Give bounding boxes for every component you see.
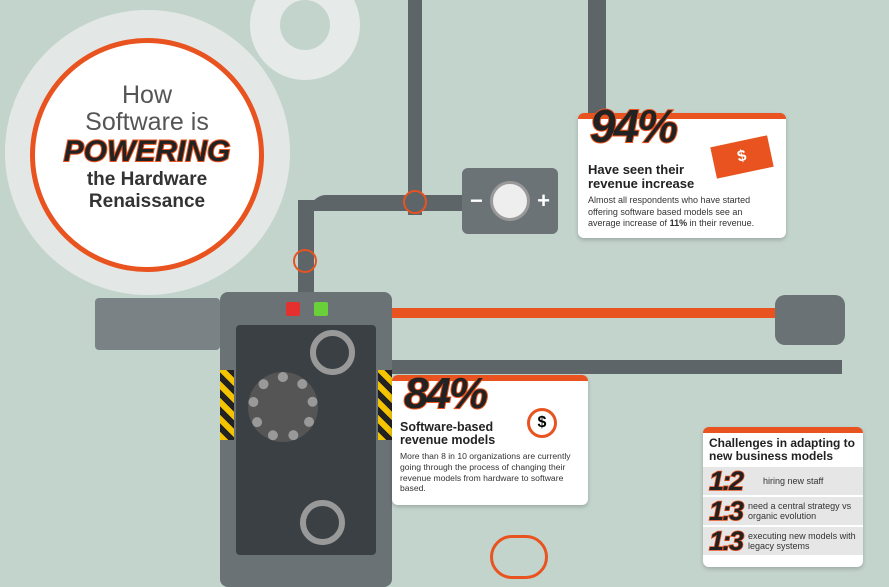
- gear-icon: [310, 330, 355, 375]
- pressure-gauge: − +: [462, 168, 558, 234]
- stat-body: More than 8 in 10 organizations are curr…: [400, 451, 571, 494]
- control-panel: [95, 298, 220, 350]
- cloud-network-icon: [490, 535, 548, 579]
- title-line: the Hardware: [86, 169, 208, 190]
- title-line: Software is: [85, 108, 209, 136]
- challenges-card: Challenges in adapting to new business m…: [703, 427, 863, 567]
- title-highlight: POWERING: [63, 134, 232, 169]
- pipe: [408, 0, 422, 215]
- motor: [775, 295, 845, 345]
- conveyor-rail: [392, 360, 842, 374]
- gear-icon: [280, 0, 330, 50]
- dollar-network-icon: $: [527, 408, 557, 438]
- pipe: [310, 195, 470, 211]
- ratio: 1:2: [708, 465, 745, 497]
- challenge-text: need a central strategy vs organic evolu…: [748, 500, 852, 522]
- pipe: [298, 200, 314, 295]
- ratio: 1:3: [708, 525, 745, 557]
- challenge-text: executing new models with legacy systems: [748, 530, 856, 552]
- red-light: [286, 302, 300, 316]
- title-line: How: [121, 81, 172, 109]
- title-badge: How Software is POWERING the Hardware Re…: [30, 38, 264, 272]
- title-line: Renaissance: [88, 191, 206, 212]
- plus-icon: +: [537, 188, 550, 213]
- gauge-dial: [490, 181, 530, 221]
- valve-icon[interactable]: [293, 249, 317, 273]
- dollar-icon: $: [537, 414, 547, 431]
- valve-icon[interactable]: [403, 190, 427, 214]
- challenge-row: 1:2 hiring new staff: [703, 465, 863, 497]
- dollar-icon: $: [735, 147, 749, 166]
- conveyor-rail: [392, 308, 792, 318]
- hazard-stripe: [378, 370, 392, 440]
- ratio: 1:3: [708, 495, 745, 527]
- hazard-stripe: [220, 370, 234, 440]
- green-light: [314, 302, 328, 316]
- minus-icon: −: [470, 188, 483, 213]
- pipe: [588, 0, 606, 120]
- challenge-text: hiring new staff: [763, 476, 824, 487]
- stat-value: 84%: [403, 368, 489, 419]
- stat-body: Almost all respondents who have started …: [588, 195, 755, 228]
- challenges-heading: Challenges in adapting to new business m…: [709, 436, 856, 463]
- gear-icon: [248, 372, 318, 442]
- stat-value: 94%: [589, 99, 679, 153]
- gear-icon: [300, 500, 345, 545]
